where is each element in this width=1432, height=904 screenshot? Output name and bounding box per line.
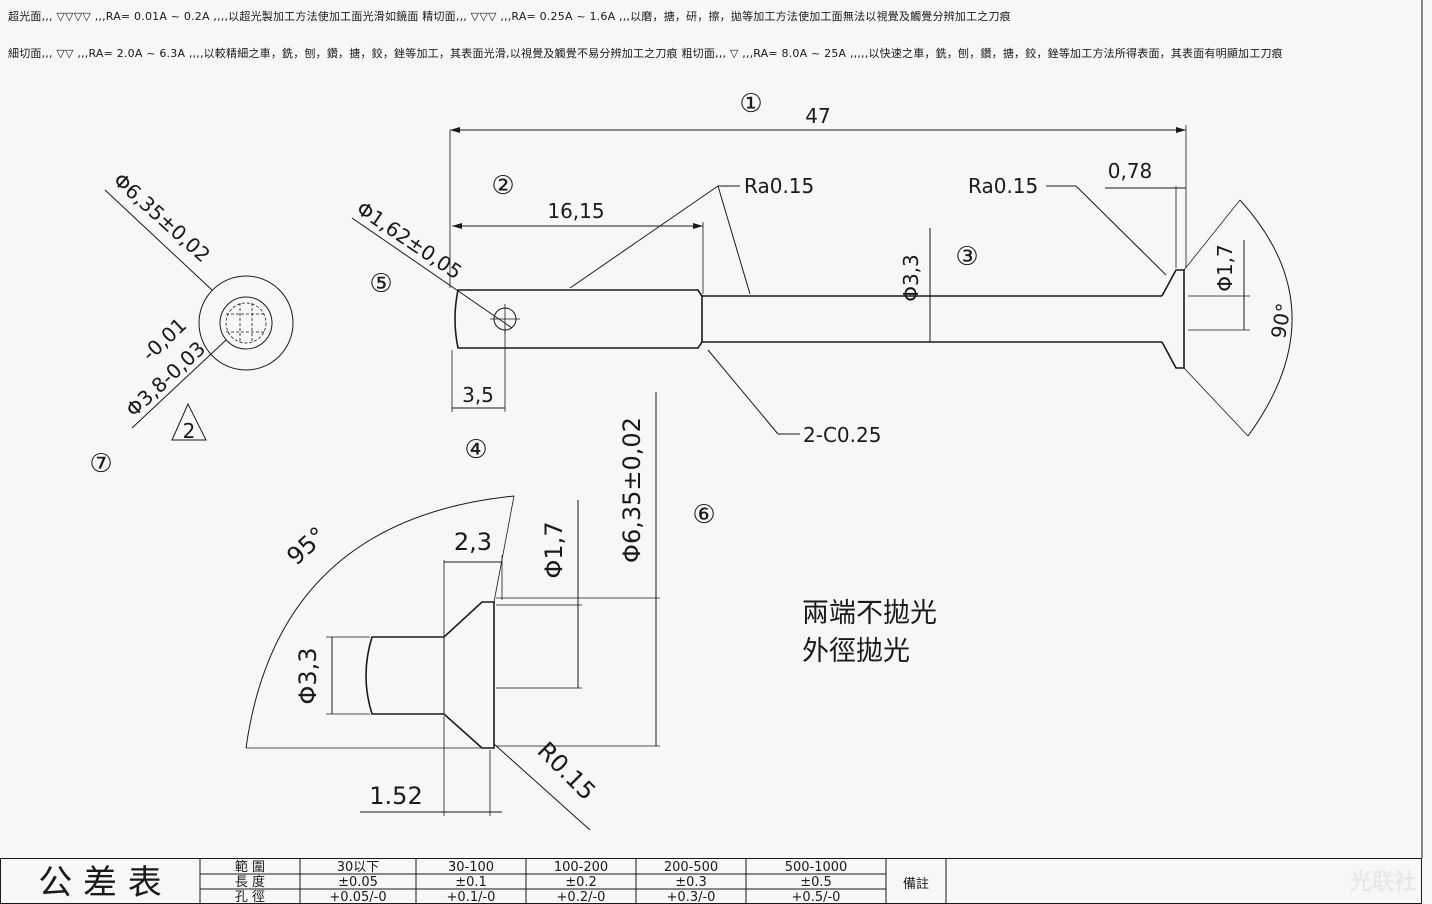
dim-chamfer: 2-C0.25 bbox=[803, 423, 881, 447]
table-cell: ±0.2 bbox=[565, 875, 597, 890]
ext-95-top bbox=[493, 495, 515, 603]
table-cell: 500-1000 bbox=[785, 860, 848, 875]
dim-shank-dia: Φ3,3 bbox=[899, 254, 923, 302]
note-ends-not-polished: 兩端不拋光 bbox=[802, 598, 937, 629]
dim-detail-tip-dia: Φ1,7 bbox=[540, 521, 568, 578]
ra-left-leader-a bbox=[569, 185, 719, 289]
dim-detail-length: 1.52 bbox=[369, 782, 422, 810]
note-od-polished: 外徑拋光 bbox=[802, 636, 910, 667]
dim-tip-dia: Φ1,7 bbox=[1213, 244, 1237, 292]
table-cell: 30-100 bbox=[448, 860, 494, 875]
table-cell: +0.1/-0 bbox=[447, 890, 496, 904]
table-row-label-range: 範 圍 bbox=[235, 860, 265, 875]
dim-detail-radius: R0.15 bbox=[532, 736, 601, 805]
chamfer-leader bbox=[707, 349, 779, 435]
table-cell: ±0.5 bbox=[800, 875, 832, 890]
table-cell: 30以下 bbox=[337, 860, 380, 875]
table-cell: 100-200 bbox=[554, 860, 608, 875]
dim-hole-pos: 3,5 bbox=[462, 383, 494, 407]
table-cell: +0.3/-0 bbox=[667, 890, 716, 904]
triangle-label: 2 bbox=[183, 419, 196, 443]
callout-1: ① bbox=[739, 89, 762, 119]
end-view: Φ6,35±0,02 Φ3,8-0,03 -0,01 2 bbox=[104, 168, 294, 443]
callout-4: ④ bbox=[464, 435, 487, 465]
table-cell: ±0.05 bbox=[338, 875, 378, 890]
arc-95 bbox=[245, 495, 515, 749]
end-inner-circle bbox=[219, 296, 273, 350]
table-row-label-hole: 孔 徑 bbox=[235, 890, 265, 904]
callout-2: ② bbox=[491, 171, 514, 201]
leader-hole-dia bbox=[351, 217, 513, 329]
leader-end-outer bbox=[104, 189, 213, 291]
pin-body-large-section bbox=[454, 289, 703, 349]
callout-6: ⑥ bbox=[692, 500, 715, 530]
table-cell: ±0.1 bbox=[455, 875, 487, 890]
dim-head-height: 0,78 bbox=[1108, 159, 1153, 183]
end-hidden-circle bbox=[225, 302, 267, 344]
dim-end-outer: Φ6,35±0,02 bbox=[109, 168, 215, 267]
main-pin-view: 47 16,15 Φ1,62±0,05 3,5 Ra0.15 Ra0.15 bbox=[351, 104, 1296, 447]
table-row-label-length: 長 度 bbox=[235, 874, 265, 890]
watermark: 光联社 bbox=[1349, 870, 1416, 895]
dim-detail-width: 2,3 bbox=[454, 528, 492, 556]
dim-detail-angle: 95° bbox=[281, 521, 331, 570]
arc-90 bbox=[1239, 199, 1293, 437]
dim-total-length: 47 bbox=[805, 104, 830, 128]
ext-arc-bottom bbox=[1183, 367, 1249, 437]
surface-legend-line-1: 超光面,,, ▽▽▽▽ ,,,RA= 0.01A ~ 0.2A ,,,,以超光製… bbox=[8, 10, 1011, 23]
end-outer-circle bbox=[198, 275, 294, 371]
callout-3: ③ bbox=[955, 242, 978, 272]
dim-detail-head-dia: Φ6,35±0,02 bbox=[618, 417, 646, 563]
surface-legend-line-2: 細切面,,, ▽▽ ,,,RA= 2.0A ~ 6.3A ,,,,以較精細之車，… bbox=[8, 47, 1283, 60]
technical-drawing: 47 16,15 Φ1,62±0,05 3,5 Ra0.15 Ra0.15 bbox=[89, 0, 1423, 858]
dim-length-16: 16,15 bbox=[547, 199, 604, 223]
table-cell: +0.2/-0 bbox=[557, 890, 606, 904]
callout-5: ⑤ bbox=[369, 269, 392, 299]
ra-left-leader-b bbox=[717, 185, 751, 295]
dim-detail-shank-dia: Φ3,3 bbox=[294, 647, 322, 704]
leader-end-inner bbox=[131, 339, 227, 429]
callout-markers: ① ② ③ ④ ⑤ ⑥ ⑦ bbox=[89, 89, 978, 530]
table-cell: +0.05/-0 bbox=[329, 890, 386, 904]
table-title: 公 差 表 bbox=[38, 863, 162, 903]
detail-head-outline bbox=[365, 601, 495, 749]
triangle-marker bbox=[171, 402, 207, 441]
tolerance-table: 公 差 表 範 圍 長 度 孔 徑 30以下 ±0.05 +0.05/-0 30… bbox=[0, 858, 1422, 904]
pin-conical-head bbox=[1161, 269, 1185, 369]
leader-detail-radius bbox=[493, 743, 591, 831]
ra-right-label: Ra0.15 bbox=[968, 174, 1038, 198]
table-cell: 200-500 bbox=[664, 860, 718, 875]
callout-7: ⑦ bbox=[89, 449, 112, 479]
ra-left-label: Ra0.15 bbox=[744, 174, 814, 198]
ra-right-leader bbox=[1075, 185, 1167, 276]
table-cell: +0.5/-0 bbox=[792, 890, 841, 904]
table-cell: ±0.3 bbox=[675, 875, 707, 890]
detail-head-view: 95° 2,3 Φ1,7 Φ6,35±0,02 Φ3,3 1 bbox=[245, 392, 660, 831]
table-remarks-label: 備註 bbox=[903, 876, 929, 892]
ext-arc-top bbox=[1183, 199, 1241, 271]
